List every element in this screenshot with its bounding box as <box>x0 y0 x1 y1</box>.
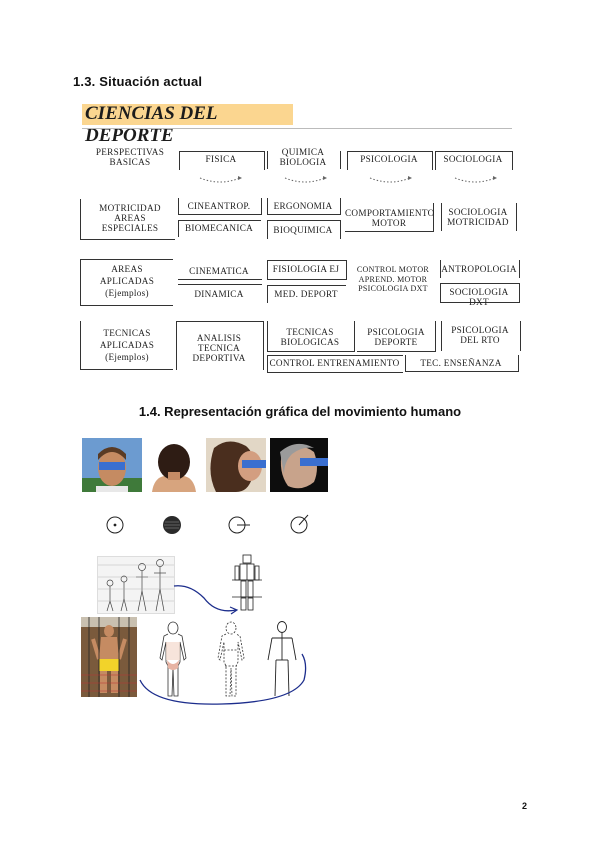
row1-item-fisica: FISICA <box>179 154 263 164</box>
photo-woman-profile <box>206 438 266 492</box>
row1-item-sociologia: SOCIOLOGIA <box>435 154 511 164</box>
photo-man-profile <box>270 438 328 492</box>
row1-item-psicologia: PSICOLOGIA <box>347 154 431 164</box>
row2-item-comportamiento: COMPORTAMIENTO MOTOR <box>345 208 433 228</box>
page-number: 2 <box>522 801 527 811</box>
row3-item-sociologia-dxt: SOCIOLOGIA DXT <box>440 287 518 307</box>
row4-item-psicologia-rto: PSICOLOGIA DEL RTO <box>441 325 519 345</box>
row3-item-dinamica: DINAMICA <box>178 289 260 299</box>
row2-item-ergonomia: ERGONOMIA <box>267 201 339 211</box>
head-symbol-arrow-right <box>226 513 252 537</box>
row3-divider-left <box>178 279 262 285</box>
row3-item-cinematica: CINEMATICA <box>178 266 260 276</box>
row4-item-tecnicas-biologicas: TECNICAS BIOLOGICAS <box>267 327 353 347</box>
row4-item-tec-ensenanza: TEC. ENSEÑANZA <box>405 358 517 368</box>
row3-item-fisiologia: FISIOLOGIA EJ <box>267 264 345 274</box>
anthropometric-chart-image <box>97 556 175 614</box>
row4-item-analisis: ANALISIS TECNICA DEPORTIVA <box>176 333 262 363</box>
head-symbol-arrow-up <box>288 512 312 536</box>
row4-item-psicologia-deporte: PSICOLOGIA DEPORTE <box>357 327 435 347</box>
row2-item-sociologia-motricidad: SOCIOLOGIA MOTRICIDAD <box>441 207 515 227</box>
row1-item-quimica: QUIMICA BIOLOGIA <box>267 147 339 167</box>
row4-label: TECNICAS APLICADAS (Ejemplos) <box>80 327 174 363</box>
photo-face-front <box>82 438 142 492</box>
connector-arc-lower <box>132 640 312 708</box>
connector-curve-upper <box>170 580 240 620</box>
row1-label: PERSPECTIVAS BASICAS <box>80 147 180 167</box>
athlete-grid-photo <box>81 617 137 697</box>
row3-item-antropologia: ANTROPOLOGIA <box>440 264 518 274</box>
row2-item-bioquimica: BIOQUIMICA <box>267 225 339 235</box>
head-symbol-dot <box>104 514 126 536</box>
row1-dotted-connectors <box>180 170 520 192</box>
row3-item-med-deport: MED. DEPORT <box>267 289 345 299</box>
section-heading-representacion: 1.4. Representación gráfica del movimien… <box>0 404 600 419</box>
row2-item-cineantrop: CINEANTROP. <box>178 201 260 211</box>
row3-item-control-motor: CONTROL MOTOR APREND. MOTOR PSICOLOGIA D… <box>353 265 433 294</box>
row2-item-biomecanica: BIOMECANICA <box>178 223 260 233</box>
row2-label: MOTRICIDAD AREAS ESPECIALES <box>80 203 180 233</box>
photo-head-back <box>146 438 202 492</box>
head-symbol-filled <box>160 513 184 537</box>
row3-label: AREAS APLICADAS (Ejemplos) <box>80 263 174 299</box>
sports-science-diagram: PERSPECTIVAS BASICAS FISICA QUIMICA BIOL… <box>0 0 600 400</box>
row4-item-control-entrenamiento: CONTROL ENTRENAMIENTO <box>267 358 402 368</box>
